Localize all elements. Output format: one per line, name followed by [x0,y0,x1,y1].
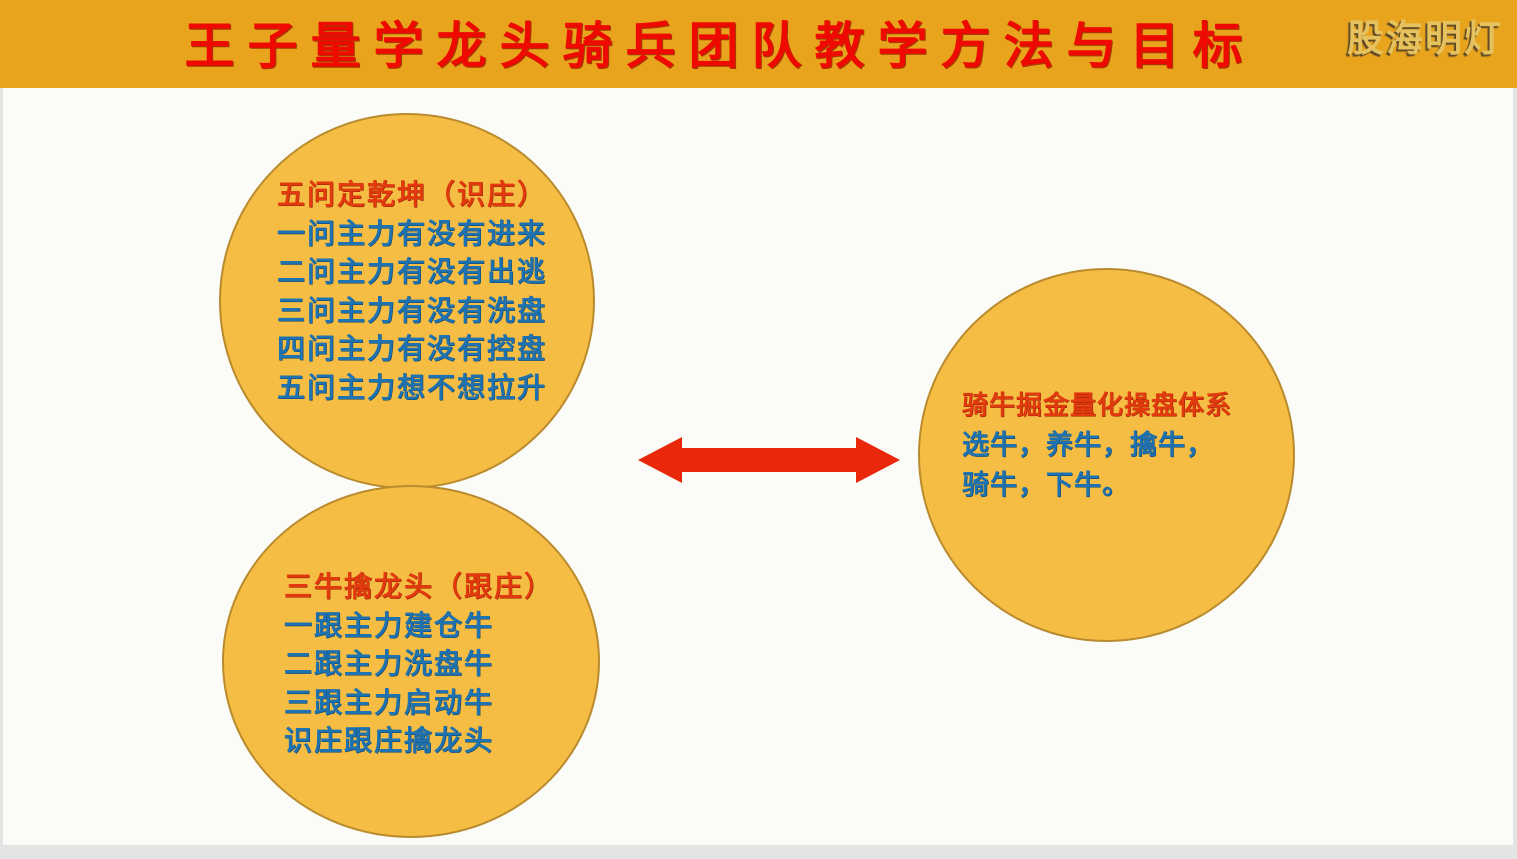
riding-bull-textblock: 骑牛掘金量化操盘体系 选牛，养牛，擒牛， 骑牛，下牛。 [962,386,1232,506]
riding-bull-line: 选牛，养牛，擒牛， [962,430,1214,461]
five-questions-line: 三问主力有没有洗盘 [277,293,548,327]
three-bulls-line: 一跟主力建仓牛 [284,608,495,642]
five-questions-textblock: 五问定乾坤（识庄） 一问主力有没有进来 二问主力有没有出逃 三问主力有没有洗盘 … [277,176,547,407]
circle-riding-bull-system [918,268,1295,642]
double-arrow [638,436,900,484]
five-questions-line: 一问主力有没有进来 [277,216,548,250]
three-bulls-textblock: 三牛擒龙头（跟庄） 一跟主力建仓牛 二跟主力洗盘牛 三跟主力启动牛 识庄跟庄擒龙… [284,568,554,761]
riding-bull-heading: 骑牛掘金量化操盘体系 [962,391,1233,421]
watermark-text: 股海明灯 [1347,17,1503,60]
circle-five-questions [219,113,595,489]
five-questions-line: 四问主力有没有控盘 [277,332,548,365]
double-arrow-icon [638,437,900,483]
five-questions-heading: 五问定乾坤（识庄） [277,178,548,211]
riding-bull-line: 骑牛，下牛。 [962,470,1130,501]
three-bulls-heading: 三牛擒龙头（跟庄） [284,570,555,603]
five-questions-line: 五问主力想不想拉升 [277,370,548,404]
three-bulls-line: 识庄跟庄擒龙头 [284,724,495,757]
title-banner: 王子量学龙头骑兵团队教学方法与目标 股海明灯 [0,0,1517,88]
three-bulls-line: 三跟主力启动牛 [284,685,495,719]
circle-three-bulls [222,485,600,838]
page-title: 王子量学龙头骑兵团队教学方法与目标 [184,17,1256,75]
three-bulls-line: 二跟主力洗盘牛 [284,647,495,680]
five-questions-line: 二问主力有没有出逃 [277,255,548,288]
